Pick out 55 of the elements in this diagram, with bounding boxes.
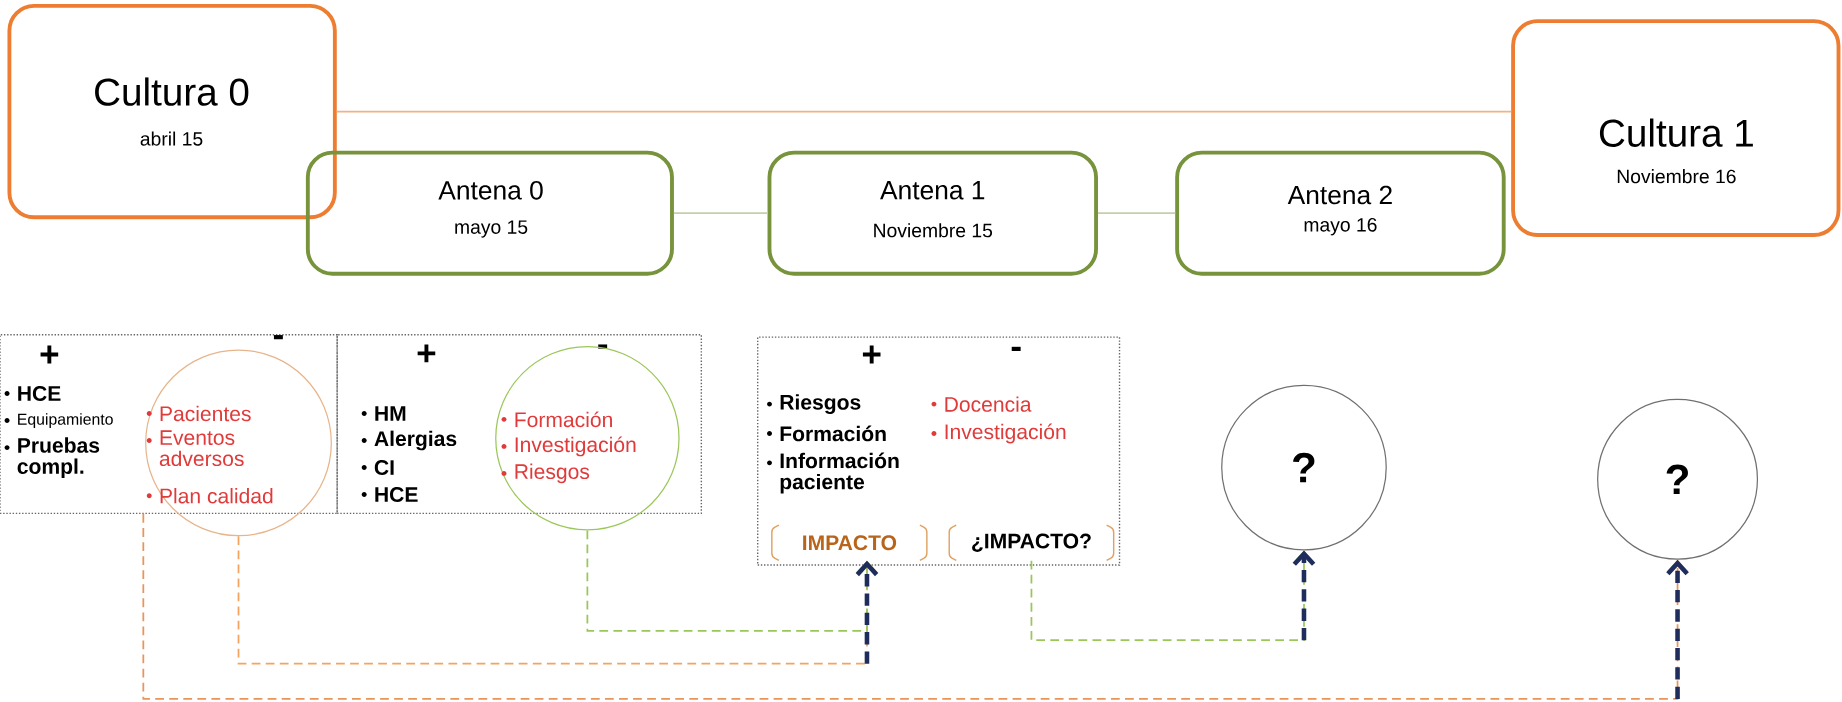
panel xyxy=(336,333,703,514)
sign-label: + xyxy=(40,345,59,364)
box-title: Cultura 0 xyxy=(95,77,249,106)
date-label: Noviembre 16 xyxy=(1617,168,1736,184)
box-title: Antena 1 xyxy=(880,180,985,200)
sign-label: - xyxy=(273,334,283,339)
sign-label: - xyxy=(1011,346,1021,351)
list-item: Plan calidad xyxy=(160,487,273,504)
box-title: Cultura 1 xyxy=(1599,118,1753,147)
box-title: Antena 0 xyxy=(438,180,543,200)
list-item: Investigación xyxy=(515,436,636,457)
bracketed-label: IMPACTO xyxy=(771,524,928,561)
milestone-box xyxy=(7,3,337,219)
circle xyxy=(1221,384,1387,551)
circle xyxy=(145,349,332,537)
list-item: Información paciente xyxy=(780,452,899,494)
list-item: Pacientes xyxy=(160,405,251,421)
panel xyxy=(0,333,338,514)
arrow xyxy=(855,560,879,664)
box-title: Antena 2 xyxy=(1287,185,1392,205)
list-item: Formación xyxy=(780,425,886,442)
date-label: mayo 15 xyxy=(455,220,528,238)
connector xyxy=(673,212,769,214)
list-item: Pruebas compl. xyxy=(17,437,100,478)
list-item: Equipamiento xyxy=(18,412,113,428)
list-item: Formación xyxy=(515,411,612,427)
connector xyxy=(335,110,1513,113)
connector xyxy=(1097,212,1177,214)
list-item: Investigación xyxy=(945,423,1066,444)
question-mark: ? xyxy=(1293,452,1315,483)
list-item: HM xyxy=(375,406,406,421)
list-item: CI xyxy=(374,459,394,475)
arrow xyxy=(1292,550,1316,640)
arrow xyxy=(1666,559,1689,699)
list-item: Eventos adversos xyxy=(159,430,244,466)
question-mark: ? xyxy=(1666,464,1688,494)
milestone-box xyxy=(1511,19,1841,237)
date-label: abril 15 xyxy=(140,131,203,146)
list-item: Alergias xyxy=(374,430,457,451)
milestone-box xyxy=(767,150,1098,276)
list-item: HCE xyxy=(375,486,418,502)
list-item: Riesgos xyxy=(515,463,590,483)
circle xyxy=(495,345,680,531)
milestone-box xyxy=(1175,150,1506,276)
panel xyxy=(757,336,1121,566)
milestone-box xyxy=(305,150,674,276)
list-item: Riesgos xyxy=(780,394,861,414)
list-item: HCE xyxy=(18,385,61,401)
date-label: mayo 16 xyxy=(1304,217,1377,236)
bracketed-label: ¿IMPACTO? xyxy=(948,524,1115,561)
circle xyxy=(1597,398,1759,560)
sign-label: + xyxy=(417,344,436,363)
date-label: Noviembre 15 xyxy=(874,222,993,238)
sign-label: + xyxy=(862,345,881,364)
list-item: Docencia xyxy=(945,396,1032,412)
